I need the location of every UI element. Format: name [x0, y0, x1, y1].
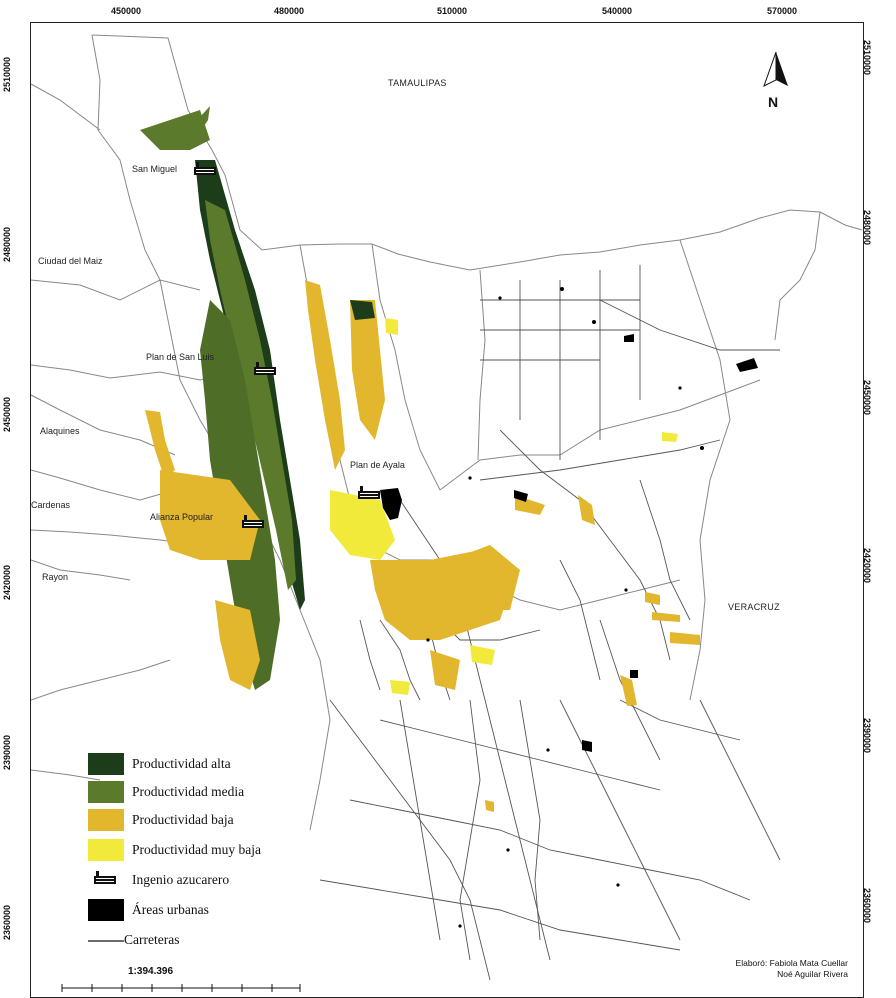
legend-label-baja: Productividad baja: [132, 812, 234, 827]
north-arrow-icon: [763, 51, 788, 88]
place-label-cardenas: Cardenas: [31, 500, 71, 510]
credits: Elaboró: Fabiola Mata Cuellar Noé Aguila…: [724, 958, 848, 980]
x-tick-540000: 540000: [601, 6, 633, 16]
legend-item-ingenio: Ingenio azucarero: [88, 868, 229, 892]
legend-item-carreteras: Carreteras: [88, 928, 179, 952]
legend-item-media: Productividad media: [88, 780, 244, 804]
credits-line-2: Noé Aguilar Rivera: [777, 969, 848, 979]
legend-item-alta: Productividad alta: [88, 752, 231, 776]
scale-bar: [61, 984, 301, 992]
state-label-veracruz: VERACRUZ: [728, 602, 780, 612]
place-label-alianza-popular: Alianza Popular: [150, 512, 214, 522]
legend-label-ingenio: Ingenio azucarero: [132, 872, 230, 887]
place-label-plan-de-ayala: Plan de Ayala: [350, 460, 405, 470]
credits-line-1: Elaboró: Fabiola Mata Cuellar: [735, 958, 848, 968]
legend-item-muy-baja: Productividad muy baja: [88, 838, 261, 862]
legend-label-urbanas: Áreas urbanas: [132, 902, 209, 917]
sugar-mill-plan-de-ayala: [358, 486, 380, 499]
legend-swatch-alta: [88, 753, 124, 775]
productivity-patches: [140, 106, 700, 812]
legend-item-baja: Productividad baja: [88, 808, 234, 832]
urban-areas: [380, 287, 758, 928]
legend-label-carreteras: Carreteras: [124, 932, 180, 947]
legend-swatch-ingenio: [88, 869, 124, 891]
x-tick-510000: 510000: [436, 6, 468, 16]
legend-symbols: [88, 871, 124, 942]
legend-label-media: Productividad media: [132, 784, 245, 799]
legend-swatch-baja: [88, 809, 124, 831]
legend-label-alta: Productividad alta: [132, 756, 231, 771]
place-label-san-miguel: San Miguel: [132, 164, 178, 174]
legend-swatch-urbanas: [88, 899, 124, 921]
x-tick-480000: 480000: [273, 6, 305, 16]
legend-item-urbanas: Áreas urbanas: [88, 898, 209, 922]
x-tick-450000: 450000: [110, 6, 142, 16]
legend-label-muy-baja: Productividad muy baja: [132, 842, 261, 857]
legend-swatch-muy-baja: [88, 839, 124, 861]
state-label-tamaulipas: TAMAULIPAS: [388, 78, 447, 88]
scale-text: 1:394.396: [128, 966, 174, 977]
legend-swatch-media: [88, 781, 124, 803]
north-arrow: N: [756, 50, 796, 110]
place-label-alaquines: Alaquines: [40, 426, 80, 436]
place-label-plan-de-san-luis: Plan de San Luis: [146, 352, 215, 362]
x-tick-570000: 570000: [766, 6, 798, 16]
place-label-rayon: Rayon: [42, 572, 69, 582]
legend-swatch-carreteras: [88, 929, 124, 951]
north-label: N: [768, 94, 779, 110]
place-label-ciudad-del-maiz: Ciudad del Maiz: [38, 256, 103, 266]
